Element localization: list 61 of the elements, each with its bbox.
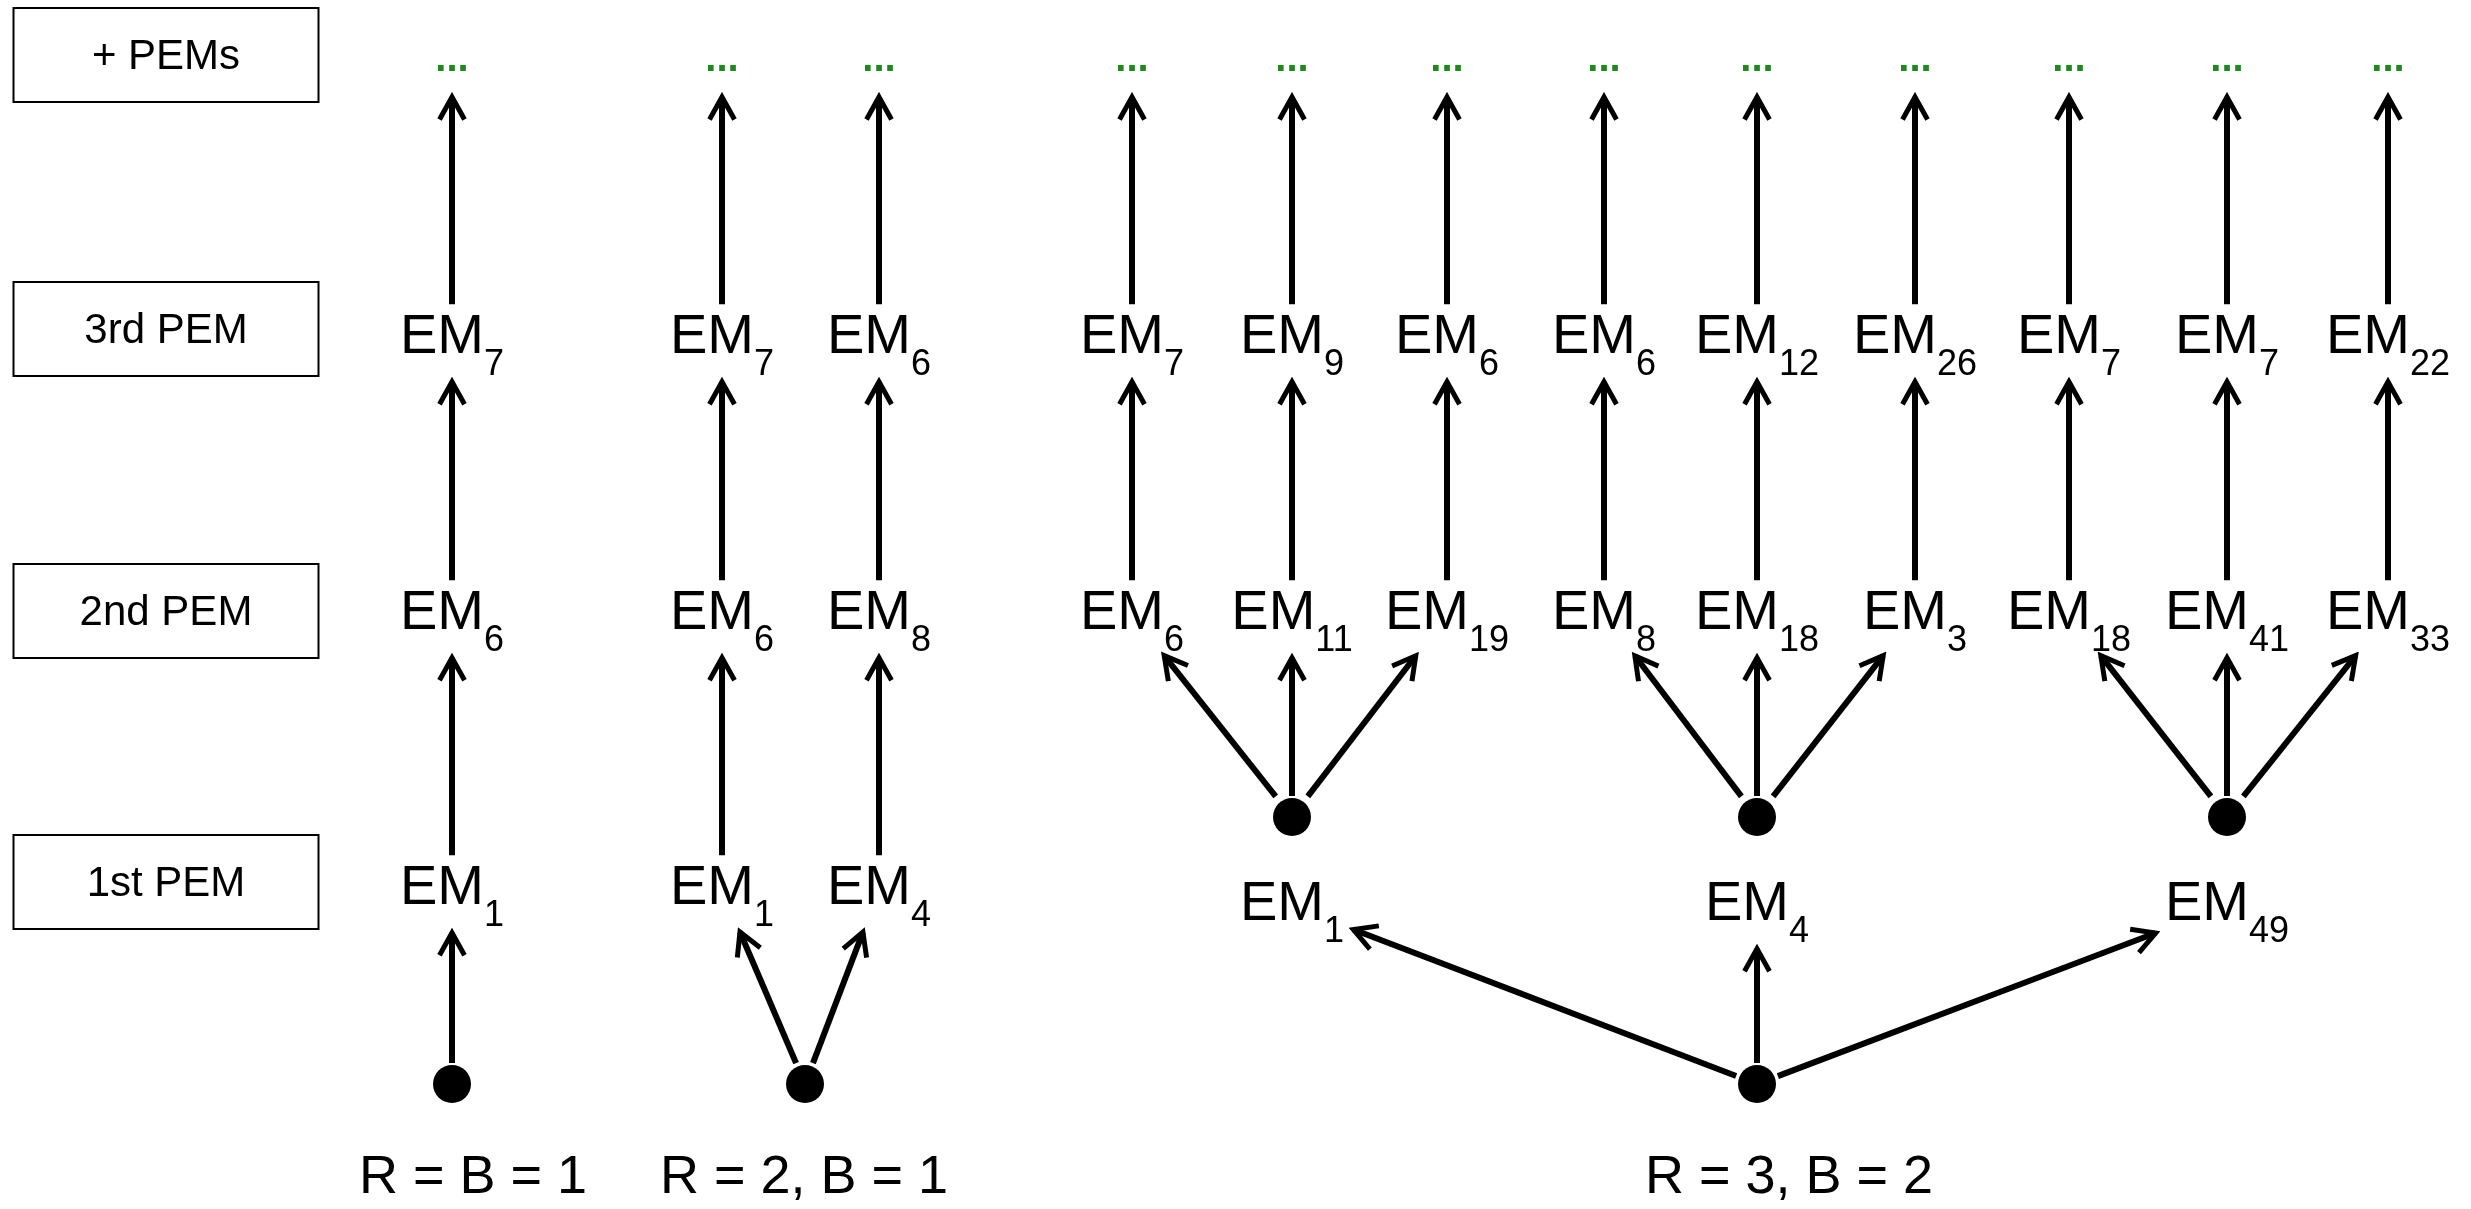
arrow bbox=[437, 655, 467, 856]
level-box: + PEMs bbox=[12, 7, 320, 103]
level-box: 3rd PEM bbox=[12, 281, 320, 377]
arrow bbox=[1589, 379, 1619, 581]
arrow bbox=[864, 379, 894, 581]
ellipsis: ... bbox=[2210, 37, 2244, 87]
arrow bbox=[1277, 379, 1307, 581]
arrow bbox=[437, 930, 467, 1063]
arrow bbox=[707, 655, 737, 856]
arrow bbox=[1117, 379, 1147, 581]
ellipsis: ... bbox=[435, 37, 469, 87]
arrow bbox=[2054, 379, 2084, 581]
ellipsis: ... bbox=[1275, 37, 1309, 87]
arrow bbox=[1117, 94, 1147, 305]
arrow bbox=[707, 94, 737, 305]
arrow bbox=[2098, 653, 2214, 799]
arrow bbox=[1432, 379, 1462, 581]
arrow bbox=[1277, 655, 1307, 796]
arrow bbox=[864, 94, 894, 305]
arrow bbox=[2212, 655, 2242, 796]
arrow bbox=[2373, 379, 2403, 581]
ellipsis: ... bbox=[1740, 37, 1774, 87]
arrow bbox=[1350, 923, 1738, 1079]
arrow bbox=[1900, 379, 1930, 581]
arrow bbox=[2241, 653, 2359, 799]
arrow bbox=[2373, 94, 2403, 305]
arrow bbox=[2212, 94, 2242, 305]
arrow bbox=[1776, 926, 2159, 1079]
ellipsis: ... bbox=[2052, 37, 2086, 87]
arrow bbox=[1161, 653, 1279, 799]
parameter-label: R = 3, B = 2 bbox=[1644, 1147, 1934, 1201]
arrow bbox=[1632, 653, 1744, 799]
arrow bbox=[1742, 94, 1772, 305]
arrow bbox=[1277, 94, 1307, 305]
ellipsis: ... bbox=[1430, 37, 1464, 87]
arrow bbox=[1742, 655, 1772, 796]
arrow bbox=[1589, 94, 1619, 305]
arrow bbox=[1742, 379, 1772, 581]
arrow bbox=[1900, 94, 1930, 305]
ellipsis: ... bbox=[1587, 37, 1621, 87]
arrow bbox=[2212, 379, 2242, 581]
ellipsis: ... bbox=[2371, 37, 2405, 87]
arrow bbox=[1770, 653, 1886, 799]
arrow bbox=[437, 94, 467, 305]
arrow bbox=[864, 655, 894, 856]
arrow bbox=[437, 379, 467, 581]
parameter-label: R = B = 1 bbox=[358, 1147, 588, 1201]
level-box: 1st PEM bbox=[12, 834, 320, 930]
arrow bbox=[2054, 94, 2084, 305]
arrow bbox=[1432, 94, 1462, 305]
ellipsis: ... bbox=[862, 37, 896, 87]
parameter-label: R = 2, B = 1 bbox=[659, 1147, 949, 1201]
ellipsis: ... bbox=[1115, 37, 1149, 87]
arrow bbox=[707, 379, 737, 581]
arrow bbox=[734, 929, 799, 1065]
ellipsis: ... bbox=[1898, 37, 1932, 87]
ellipsis: ... bbox=[705, 37, 739, 87]
arrow bbox=[810, 929, 870, 1065]
level-box: 2nd PEM bbox=[12, 563, 320, 659]
arrow bbox=[1742, 946, 1772, 1063]
arrow bbox=[1305, 653, 1419, 799]
